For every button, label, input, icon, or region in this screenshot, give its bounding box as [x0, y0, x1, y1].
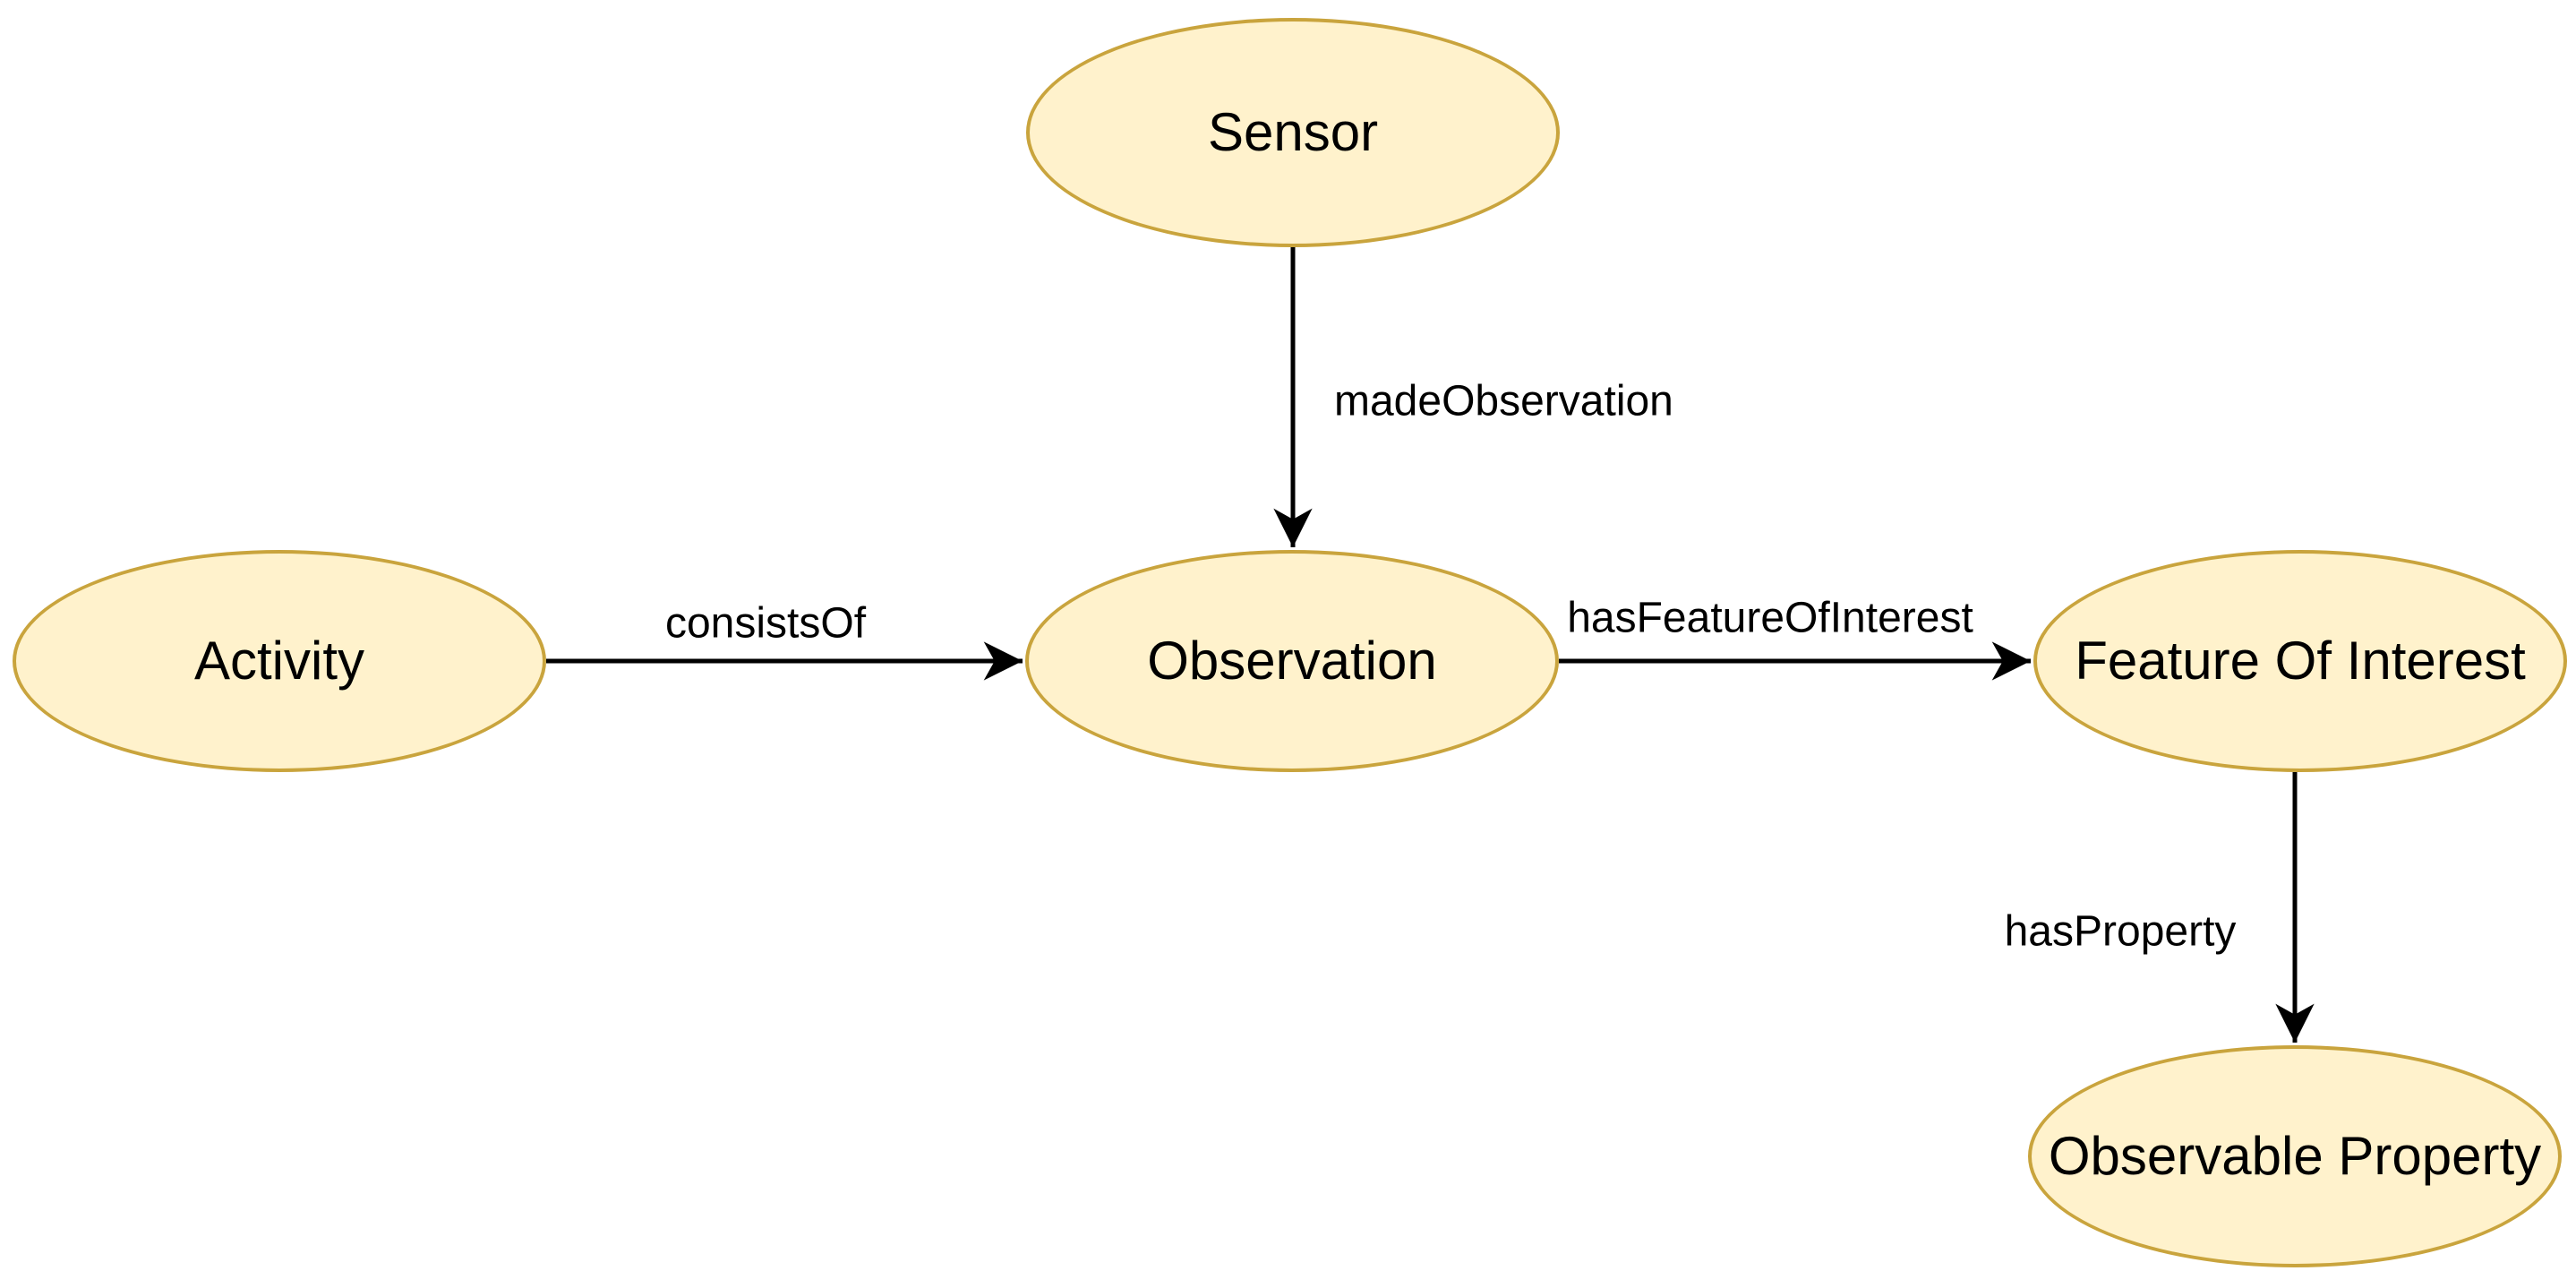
node-sensor-label: Sensor — [1207, 102, 1379, 162]
node-observable-property-label: Observable Property — [2048, 1126, 2542, 1186]
node-feature-of-interest: Feature Of Interest — [2033, 550, 2567, 772]
edge-label-made-observation: madeObservation — [1334, 377, 1673, 425]
edge-label-has-property: hasProperty — [2004, 907, 2237, 956]
node-sensor: Sensor — [1026, 18, 1560, 247]
node-observation: Observation — [1025, 550, 1559, 772]
edge-label-has-feature-of-interest: hasFeatureOfInterest — [1567, 594, 1973, 642]
node-observable-property: Observable Property — [2028, 1045, 2562, 1267]
node-activity-label: Activity — [193, 631, 365, 691]
node-feature-of-interest-label: Feature Of Interest — [2075, 631, 2526, 691]
edge-label-consists-of: consistsOf — [664, 599, 867, 648]
node-observation-label: Observation — [1147, 631, 1437, 691]
node-activity: Activity — [13, 550, 546, 772]
